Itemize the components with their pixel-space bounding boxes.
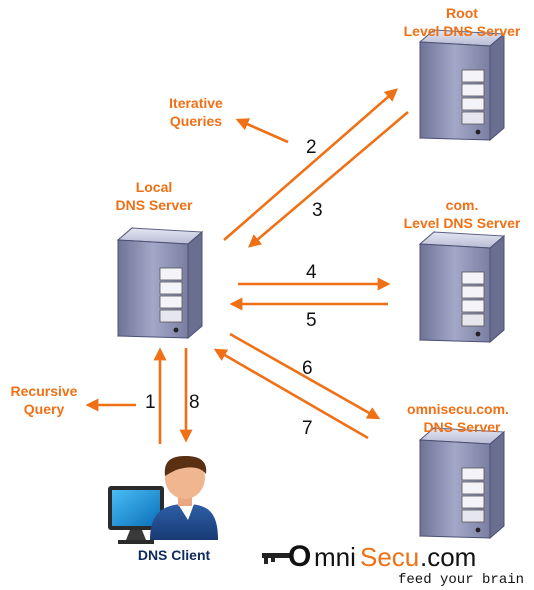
omnisecu-label-line1: omnisecu.com. bbox=[407, 401, 509, 417]
logo-tagline: feed your brain bbox=[398, 572, 524, 588]
dns-client-icon bbox=[108, 456, 218, 544]
dns-client-label: DNS Client bbox=[138, 547, 211, 563]
step-label-5: 5 bbox=[306, 310, 317, 331]
logo-mni: mni bbox=[314, 542, 356, 572]
root-server-icon bbox=[419, 29, 505, 141]
logo-com: .com bbox=[420, 542, 476, 572]
local-label-line1: Local bbox=[136, 179, 173, 195]
arrow-step-7 bbox=[213, 348, 369, 440]
arrow-step-2 bbox=[223, 88, 398, 241]
com-label-line2: Level DNS Server bbox=[404, 215, 521, 231]
omnisecu-label-line2: DNS Server bbox=[423, 419, 501, 435]
arrow-step-6 bbox=[229, 332, 381, 420]
omnisecu-server-icon bbox=[419, 427, 505, 539]
iterative-label-line1: Iterative bbox=[169, 95, 223, 111]
com-server-label: com. Level DNS Server bbox=[404, 197, 521, 231]
recursive-label-line1: Recursive bbox=[11, 383, 78, 399]
local-server-icon bbox=[117, 227, 203, 339]
step-label-8: 8 bbox=[189, 392, 200, 413]
logo-secu: Secu bbox=[360, 542, 419, 572]
local-label-line2: DNS Server bbox=[115, 197, 193, 213]
step-label-7: 7 bbox=[302, 418, 313, 439]
root-server-label: Root Level DNS Server bbox=[404, 5, 521, 39]
recursive-label-line2: Query bbox=[24, 401, 65, 417]
step-label-2: 2 bbox=[306, 137, 317, 158]
omnisecu-server-label: omnisecu.com. DNS Server bbox=[407, 401, 509, 435]
step-label-4: 4 bbox=[306, 262, 317, 283]
root-label-line2: Level DNS Server bbox=[404, 23, 521, 39]
com-server-icon bbox=[419, 231, 505, 343]
arrow-step-3 bbox=[248, 111, 409, 248]
key-icon bbox=[262, 553, 290, 564]
iterative-annotation-arrow bbox=[235, 118, 289, 144]
step-label-1: 1 bbox=[145, 392, 156, 413]
root-label-line1: Root bbox=[446, 5, 478, 21]
com-label-line1: com. bbox=[446, 197, 479, 213]
query-arrows bbox=[85, 88, 409, 444]
step-label-3: 3 bbox=[312, 200, 323, 221]
local-server-label: Local DNS Server bbox=[115, 179, 193, 213]
logo-o: O bbox=[288, 540, 311, 573]
iterative-label-line2: Queries bbox=[170, 113, 222, 129]
step-numbers: 1 2 3 4 5 6 7 8 bbox=[145, 137, 323, 439]
iterative-queries-label: Iterative Queries bbox=[169, 95, 223, 129]
step-label-6: 6 bbox=[302, 358, 313, 379]
omnisecu-logo: O mni Secu .com feed your brain bbox=[262, 540, 524, 588]
recursive-query-label: Recursive Query bbox=[11, 383, 78, 417]
